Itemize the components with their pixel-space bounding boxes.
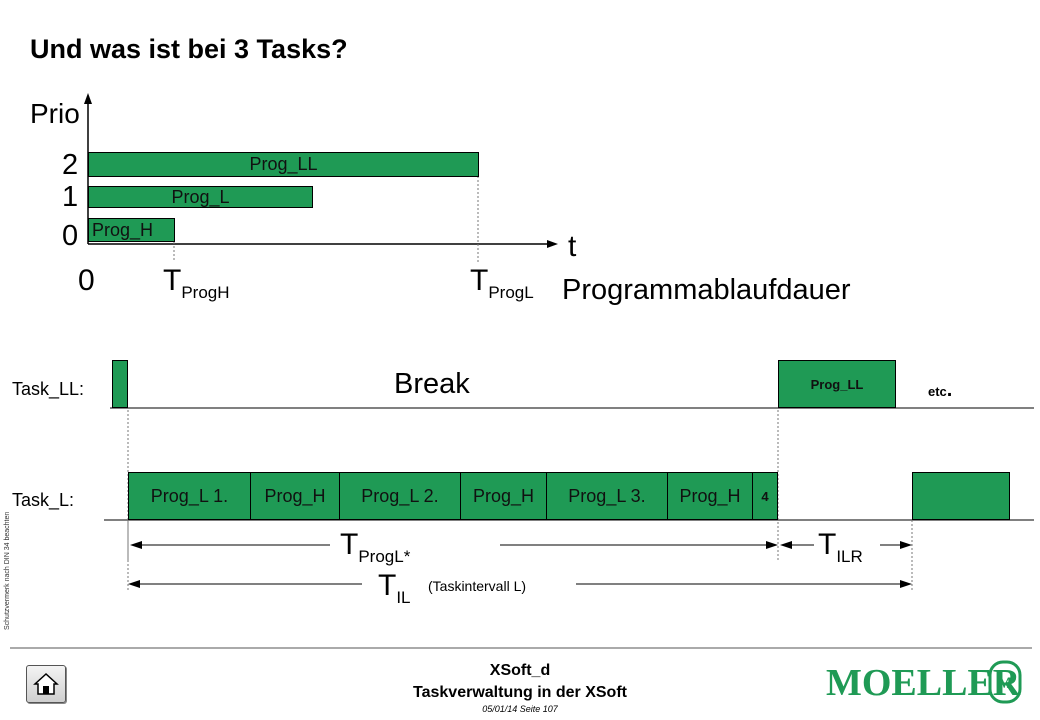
bar-prog-ll-label: Prog_LL <box>249 154 318 174</box>
etc-label: etc. <box>928 379 953 401</box>
task-l-block-prog-h-2: Prog_H <box>460 472 547 520</box>
footer-subtitle: Taskverwaltung in der XSoft <box>413 684 627 701</box>
footer-date-page: 05/01/14 Seite 107 <box>482 704 558 714</box>
break-label: Break <box>394 368 470 400</box>
time-axis-arrow <box>547 240 558 248</box>
task-l-block-prog-h-3: Prog_H <box>667 472 753 520</box>
moeller-emblem-icon: M <box>988 660 1022 704</box>
origin-label: 0 <box>78 264 95 297</box>
t-progl-label: TProgL <box>470 264 534 303</box>
page-title: Und was ist bei 3 Tasks? <box>30 34 348 64</box>
moeller-logo-text: MOELLER <box>826 662 1021 704</box>
task-l-block-4: 4 <box>752 472 778 520</box>
task-ll-label: Task_LL: <box>12 379 85 399</box>
task-l-block-prog-l-3: Prog_L 3. <box>546 472 668 520</box>
bar-prog-l: Prog_L <box>88 186 313 208</box>
side-note: Schutzvermerk nach DIN 34 beachten <box>4 511 11 630</box>
moeller-logo: MOELLER <box>826 661 1020 705</box>
time-axis-label: t <box>568 230 577 263</box>
taskintervall-label: (Taskintervall L) <box>428 578 527 594</box>
task-l-block-prog-l-2: Prog_L 2. <box>339 472 461 520</box>
home-icon <box>33 672 59 695</box>
t-progh-label: TProgH <box>163 264 230 303</box>
programmablaufdauer-label: Programmablaufdauer <box>562 274 851 306</box>
task-l-next-block <box>912 472 1010 520</box>
t-progl-star-label: TProgL* <box>340 528 411 567</box>
task-l-block-prog-l-1: Prog_L 1. <box>128 472 251 520</box>
t-ilr-label: TILR <box>818 528 863 567</box>
bar-prog-l-label: Prog_L <box>171 186 230 207</box>
bar-prog-h-label: Prog_H <box>92 219 154 240</box>
task-ll-start-block <box>112 360 128 408</box>
footer-product: XSoft_d <box>489 662 551 679</box>
prio-axis-arrow <box>84 93 92 104</box>
bar-prog-ll: Prog_LL <box>88 152 479 177</box>
prio-level-0: 0 <box>62 220 79 252</box>
prio-level-1: 1 <box>62 181 79 213</box>
svg-text:M: M <box>997 675 1012 692</box>
task-l-block-prog-h-1: Prog_H <box>250 472 340 520</box>
prio-axis-label: Prio <box>30 98 80 129</box>
task-l-label: Task_L: <box>12 490 75 510</box>
home-button[interactable] <box>26 665 66 703</box>
prog-ll-block: Prog_LL <box>778 360 896 408</box>
bar-prog-h: Prog_H <box>88 218 175 242</box>
t-il-label: TIL <box>378 569 411 608</box>
prio-level-2: 2 <box>62 149 79 181</box>
